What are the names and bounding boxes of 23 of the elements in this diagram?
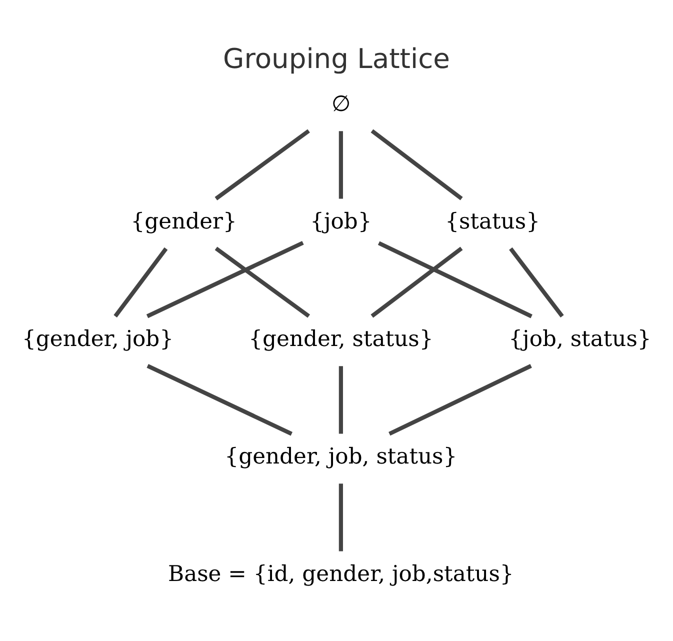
node-text: {gender, job} [22, 327, 174, 352]
node-text: {gender, job, status} [224, 444, 458, 470]
node-text: ∅ [331, 92, 350, 118]
connector [370, 129, 463, 200]
connector [378, 241, 532, 318]
diagram-title: Grouping Lattice [223, 44, 450, 75]
connector [509, 247, 564, 318]
connector [338, 484, 343, 552]
node-text: {job, status} [508, 327, 652, 352]
node-text: {gender, status} [248, 327, 434, 352]
connector [338, 131, 343, 199]
node-text: Base = {id, gender, job,status} [168, 562, 514, 588]
connector [388, 364, 532, 436]
connector [370, 246, 463, 318]
connector [338, 366, 343, 434]
node-text: {status} [445, 210, 540, 235]
connector [214, 246, 310, 318]
connector [214, 129, 310, 200]
connector [114, 247, 168, 318]
node-text: {job} [310, 210, 372, 235]
connector [146, 240, 304, 318]
node-text: {gender} [130, 210, 237, 235]
connector [146, 364, 292, 436]
